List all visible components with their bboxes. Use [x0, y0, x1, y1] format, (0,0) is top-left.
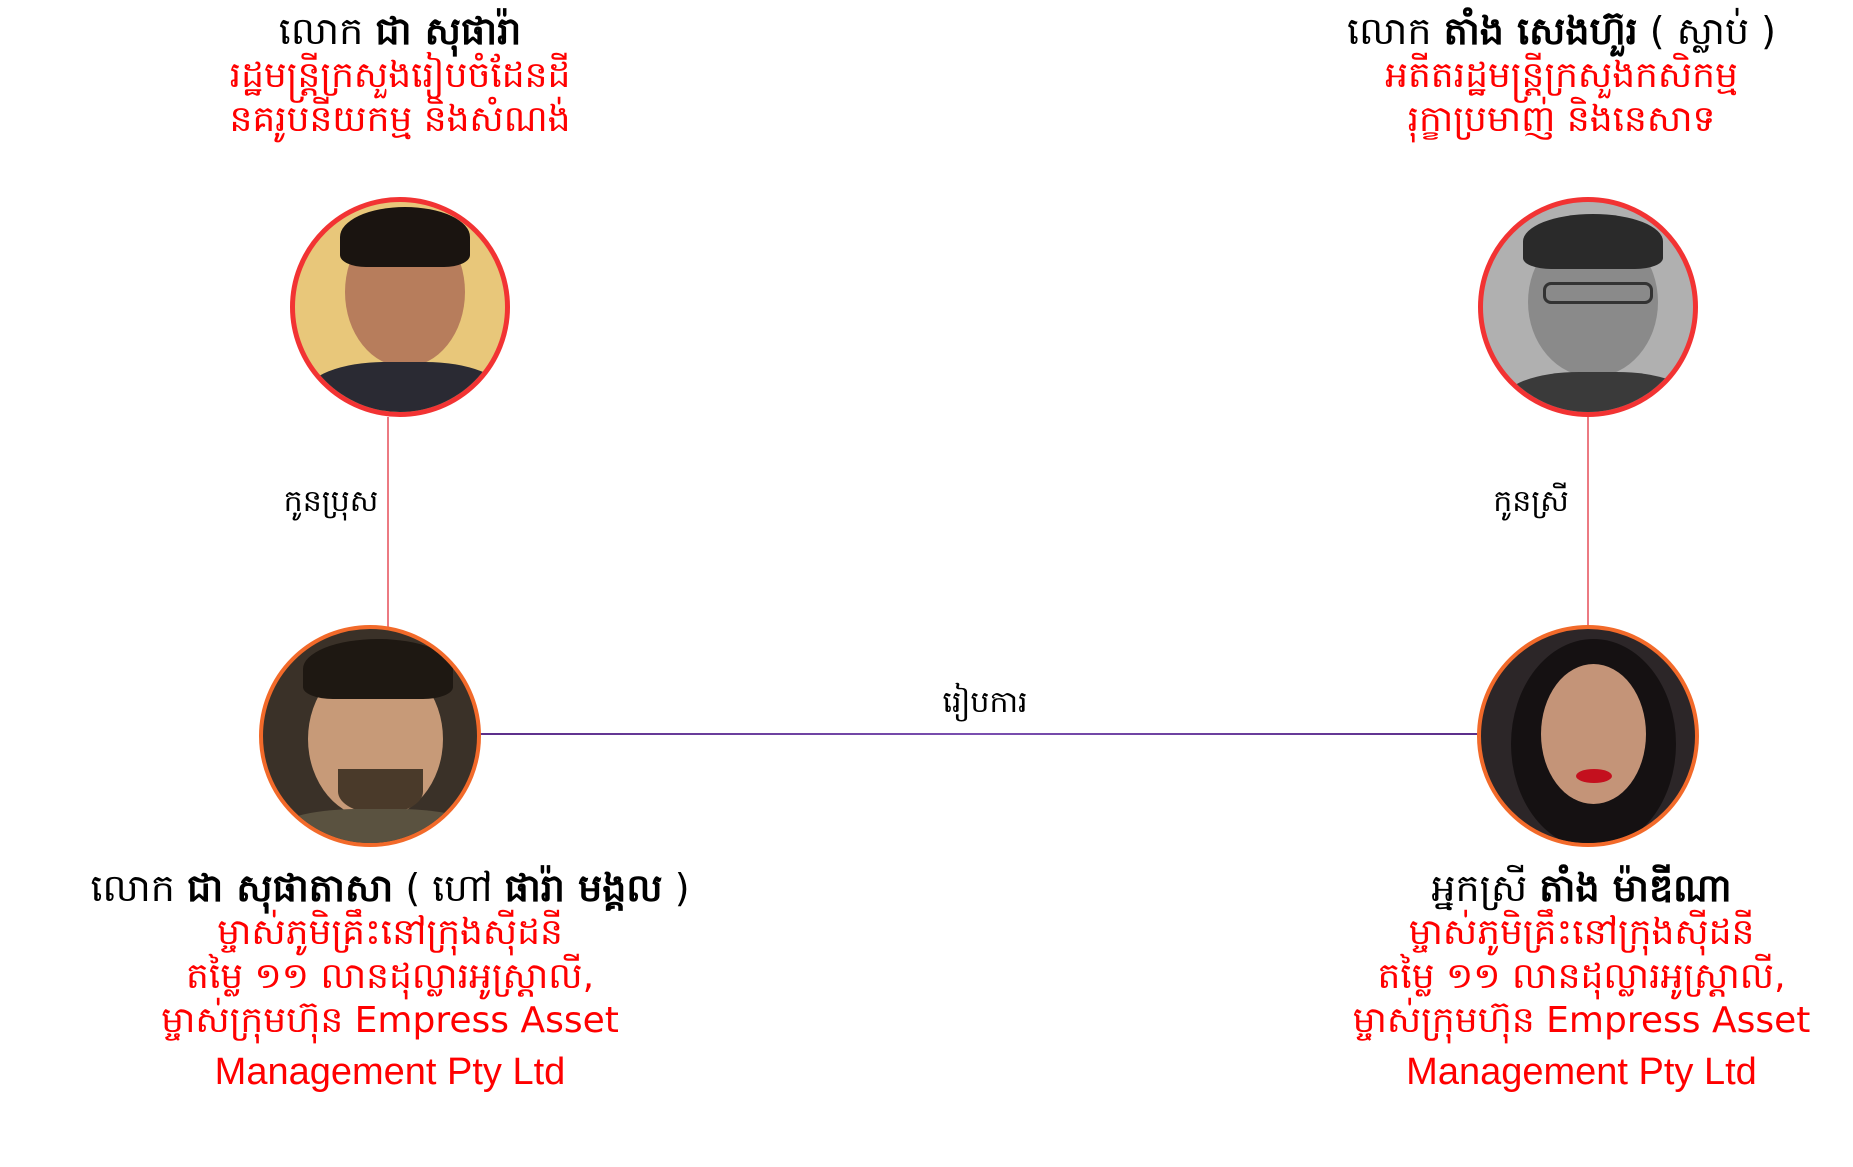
- relation-label-son: កូនប្រុស: [283, 484, 379, 519]
- relation-label-marriage: រៀបការ: [942, 685, 1028, 720]
- avatar-father-left: [290, 197, 510, 417]
- relation-label-daughter: កូនស្រី: [1493, 484, 1569, 519]
- person-description-line: តម្លៃ ១១ លានដុល្លារអូស្ត្រាលី,: [185, 956, 595, 998]
- person-name: តាំង ម៉ាឌីណា: [1539, 866, 1732, 910]
- person-description-line: រុក្ខាប្រមាញ់ និងនេសាទ: [1407, 99, 1716, 141]
- hair-shape: [303, 639, 453, 699]
- person-description-line: ម្ចាស់ភូមិគ្រឹះនៅក្រុងស៊ីដនី: [217, 912, 563, 954]
- person-name-line: លោក ជា សុផារ៉ា: [150, 8, 650, 54]
- suit-shape: [1503, 372, 1693, 412]
- person-block-daughter: អ្នកស្រី តាំង ម៉ាឌីណា ម្ចាស់ភូមិគ្រឹះនៅក…: [1310, 865, 1853, 1102]
- avatar-son: [259, 625, 481, 847]
- person-name-line: លោក តាំង សេងហ៊ួរ ( ស្លាប់ ): [1270, 8, 1853, 54]
- lips-shape: [1576, 769, 1612, 783]
- person-name-line: អ្នកស្រី តាំង ម៉ាឌីណា: [1310, 865, 1853, 911]
- person-alias: ផារ៉ា មង្គល: [504, 866, 663, 910]
- person-title: លោក: [278, 9, 364, 53]
- alias-prefix: ( ហៅ: [405, 866, 493, 910]
- person-title: លោក: [90, 866, 175, 910]
- person-description-line: តម្លៃ ១១ លានដុល្លារអូស្ត្រាលី,: [1377, 956, 1786, 998]
- person-title: អ្នកស្រី: [1431, 866, 1528, 910]
- alias-suffix: ): [674, 866, 690, 910]
- parent-link-line-right: [1587, 417, 1589, 627]
- person-block-father-right: លោក តាំង សេងហ៊ួរ ( ស្លាប់ ) អតីតរដ្ឋមន្ត…: [1270, 8, 1853, 142]
- glasses-shape: [1543, 282, 1653, 304]
- avatar-father-right: [1478, 197, 1698, 417]
- marriage-link-line: [480, 733, 1478, 735]
- hair-shape: [340, 207, 470, 267]
- person-suffix: ( ស្លាប់ ): [1649, 9, 1776, 53]
- person-name: ជា សុផារ៉ា: [375, 9, 522, 53]
- person-block-son: លោក ជា សុផាតាសា ( ហៅ ផារ៉ា មង្គល ) ម្ចាស…: [0, 865, 780, 1102]
- person-name: តាំង សេងហ៊ួរ: [1443, 9, 1638, 53]
- portrait-silhouette-icon: [1541, 664, 1646, 804]
- hair-shape: [1523, 214, 1663, 269]
- person-description-line: រដ្ឋមន្ត្រីក្រសួងរៀបចំដែនដី: [229, 55, 571, 97]
- person-name: ជា សុផាតាសា: [187, 866, 394, 910]
- person-name-line: លោក ជា សុផាតាសា ( ហៅ ផារ៉ា មង្គល ): [0, 865, 780, 911]
- avatar-daughter: [1477, 625, 1699, 847]
- person-description-line: នគរូបនីយកម្ម និងសំណង់: [229, 99, 571, 141]
- person-description-line: Management Pty Ltd: [214, 1051, 566, 1094]
- person-description-line: ម្ចាស់ក្រុមហ៊ុន Empress Asset: [161, 1000, 619, 1042]
- person-description-line: ម្ចាស់ក្រុមហ៊ុន Empress Asset: [1352, 1000, 1811, 1042]
- beard-shape: [338, 769, 423, 814]
- jacket-shape: [273, 809, 477, 843]
- person-block-father-left: លោក ជា សុផារ៉ា រដ្ឋមន្ត្រីក្រសួងរៀបចំដែន…: [150, 8, 650, 142]
- person-title: លោក: [1347, 9, 1432, 53]
- suit-shape: [305, 362, 505, 412]
- person-description-line: Management Pty Ltd: [1406, 1051, 1757, 1094]
- person-description-line: ម្ចាស់ភូមិគ្រឹះនៅក្រុងស៊ីដនី: [1408, 912, 1755, 954]
- parent-link-line-left: [387, 417, 389, 627]
- person-description-line: អតីតរដ្ឋមន្ត្រីក្រសួងកសិកម្ម: [1385, 55, 1738, 97]
